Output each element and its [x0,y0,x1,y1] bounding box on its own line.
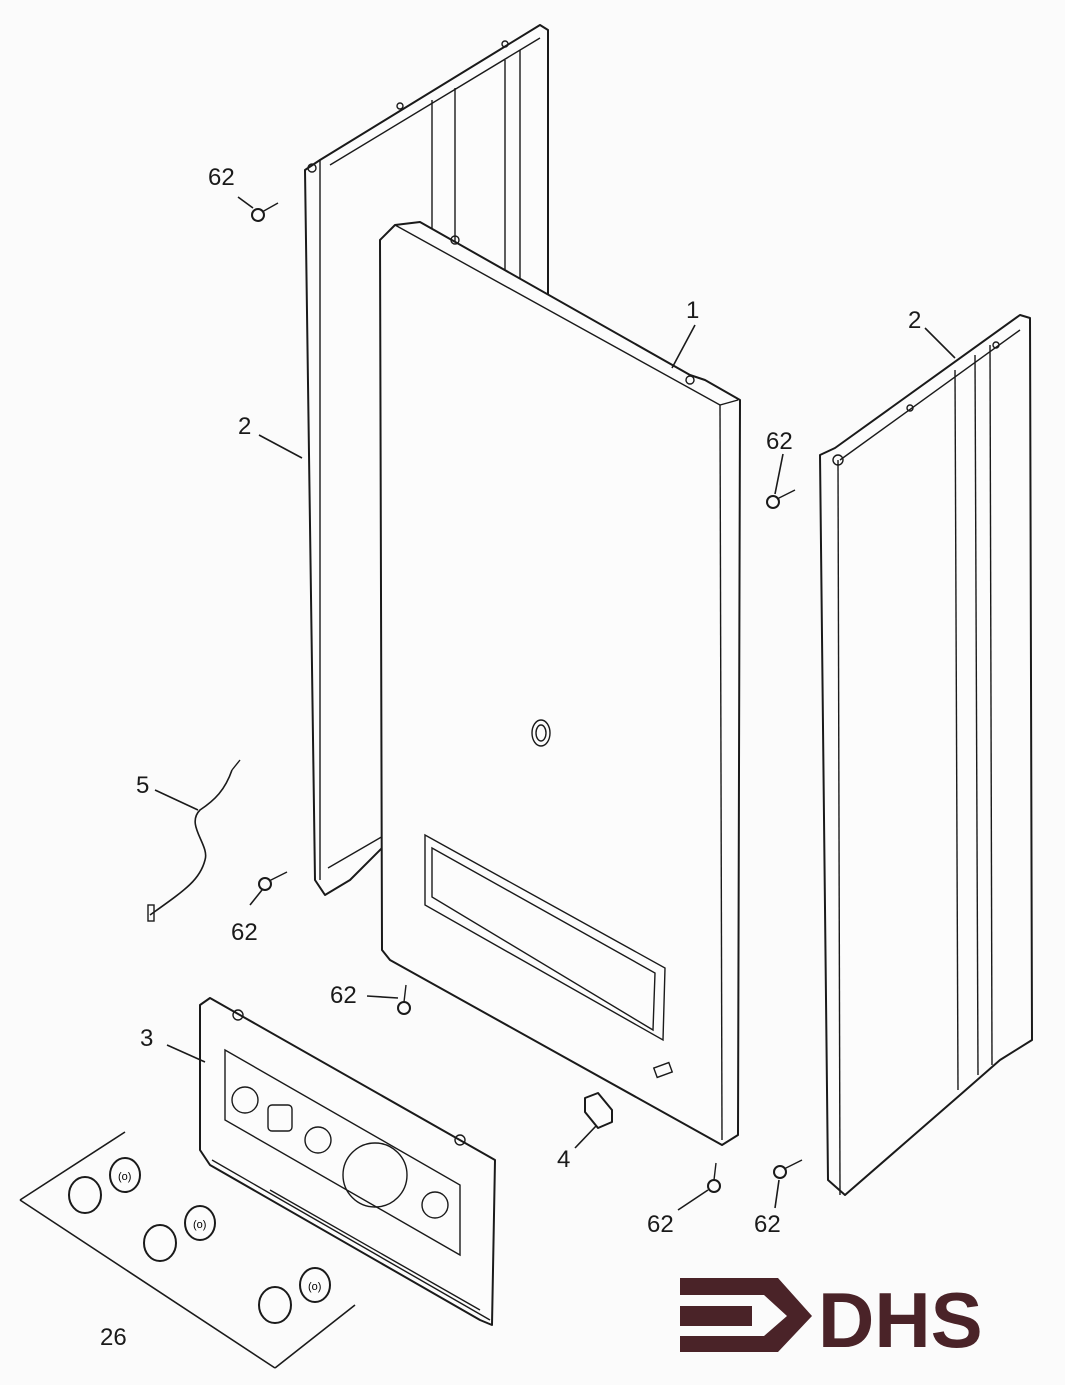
screw-right [766,489,796,509]
callout-26: 26 [100,1324,127,1351]
callout-62-bottom-center: 62 [330,982,357,1009]
callout-62-top-left: 62 [208,164,235,191]
callout-4: 4 [557,1146,570,1173]
front-panel [379,221,741,1146]
clip [584,1092,613,1129]
left-side-panel [304,24,549,896]
knob-3: (o) [258,1267,331,1324]
callout-2-left: 2 [238,413,251,440]
callout-62-bottom-b: 62 [754,1211,781,1238]
svg-text:(o): (o) [308,1281,321,1293]
callout-2-right: 2 [908,307,921,334]
knob-1: (o) [68,1157,141,1214]
callout-62-mid-left: 62 [231,919,258,946]
callout-62-bottom-a: 62 [647,1211,674,1238]
callout-1: 1 [686,297,699,324]
cable [147,759,241,922]
logo-text: DHS [818,1276,983,1364]
dhs-logo: DHS [680,1276,983,1364]
svg-text:(o): (o) [193,1219,206,1231]
callout-3: 3 [140,1025,153,1052]
control-knobs: (o) (o) (o) [19,1131,356,1369]
callout-62-right: 62 [766,428,793,455]
screw-bottom-center [397,984,411,1015]
knob-2: (o) [143,1205,216,1262]
callout-5: 5 [136,772,149,799]
control-fascia [199,997,496,1326]
svg-text:(o): (o) [118,1171,131,1183]
screw-bottom-b [773,1159,803,1179]
leader-lines [154,196,956,1211]
arrow-icon [680,1278,812,1352]
right-side-panel [819,314,1033,1196]
screw-mid-left [258,871,288,891]
screw-top-left [251,202,279,222]
screw-bottom-a [707,1162,721,1193]
